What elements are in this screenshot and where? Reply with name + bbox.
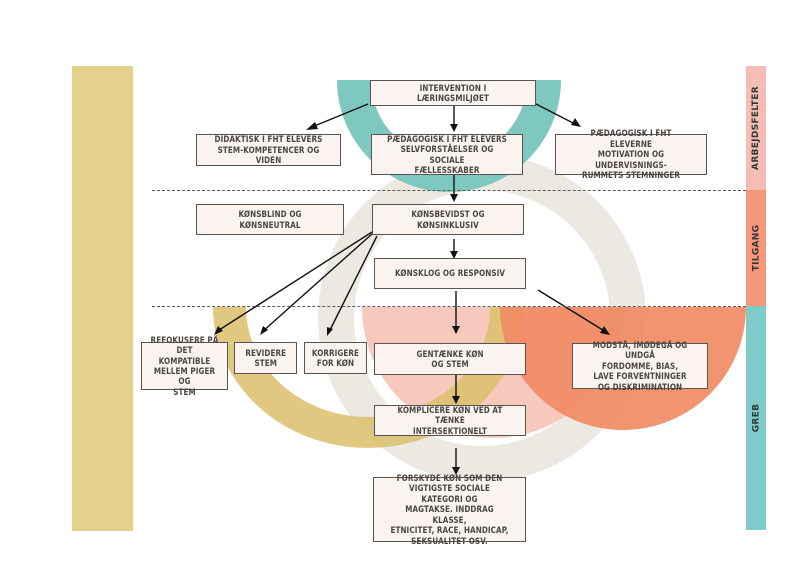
box-paedagogisk-selvforstaaelser: PÆDAGOGISK I FHT ELEVERS SELVFORSTÅELSER…: [371, 134, 523, 175]
box-revidere: REVIDERE STEM: [234, 342, 297, 374]
arrowheads: [214, 118, 610, 475]
box-koensblind: KØNSBLIND OG KØNSNEUTRAL: [196, 204, 344, 235]
box-intervention: INTERVENTION I LÆRINGSMILJØET: [370, 80, 536, 106]
box-korrigere: KORRIGERE FOR KØN: [304, 342, 367, 374]
box-komplicere: KOMPLICERE KØN VED AT TÆNKE INTERSEKTION…: [374, 405, 526, 436]
left-color-bar: [72, 66, 133, 531]
divider-arbejdsfelter-tilgang: [152, 190, 746, 191]
box-gentaenke: GENTÆNKE KØN OG STEM: [374, 343, 526, 375]
box-koensbevidst: KØNSBEVIDST OG KØNSINKLUSIV: [372, 204, 524, 235]
box-koensklog: KØNSKLOG OG RESPONSIV: [374, 258, 526, 289]
side-label-greb: GREB: [746, 306, 766, 530]
arrows: [215, 103, 607, 471]
side-label-arbejdsfelter: ARBEJDSFELTER: [746, 66, 766, 190]
box-forskyde: FORSKYDE KØN SOM DEN VIGTIGSTE SOCIALE K…: [373, 473, 526, 546]
divider-tilgang-greb: [152, 306, 746, 307]
box-modstaa: MODSTÅ, IMØDEGÅ OG UNDGÅ FORDOMME, BIAS,…: [572, 340, 708, 392]
box-paedagogisk-motivation: PÆDAGOGISK I FHT ELEVERNE MOTIVATION OG …: [555, 128, 707, 180]
box-refokusere: REFOKUSERE PÅ DET KOMPATIBLE MELLEM PIGE…: [141, 335, 228, 397]
box-didaktisk: DIDAKTISK I FHT ELEVERS STEM-KOMPETENCER…: [196, 134, 341, 166]
side-label-tilgang: TILGANG: [746, 190, 766, 306]
